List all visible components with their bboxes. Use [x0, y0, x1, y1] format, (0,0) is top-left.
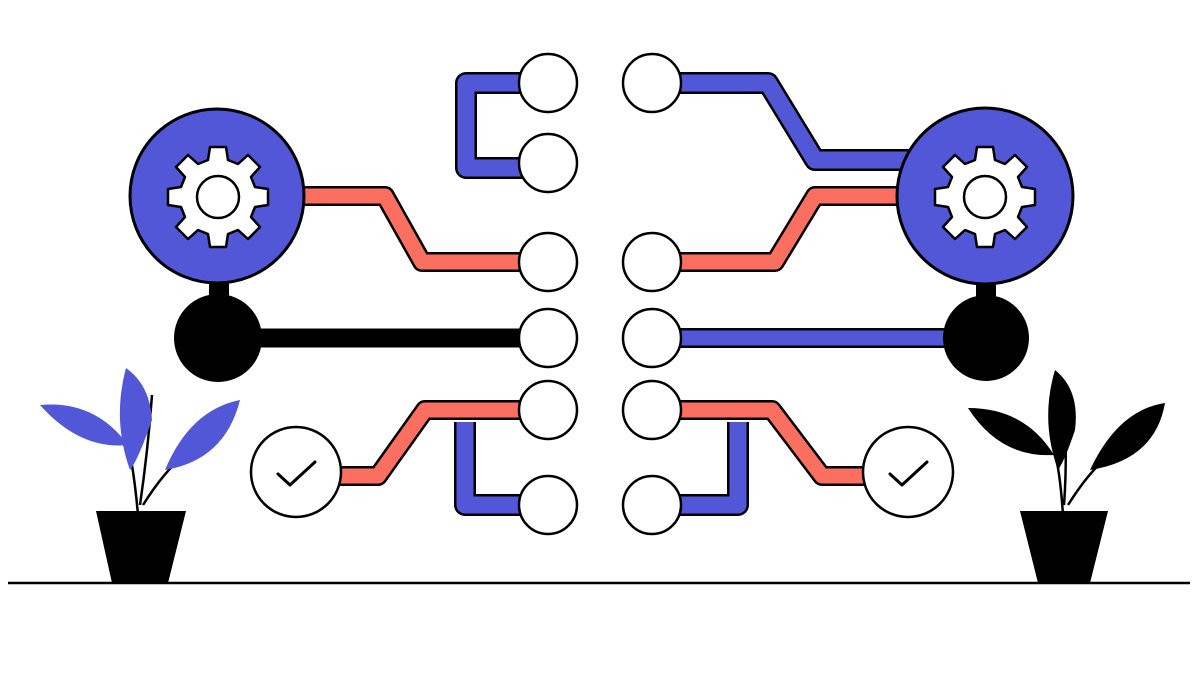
node-circle[interactable] — [621, 474, 683, 536]
right-traces — [678, 72, 955, 516]
left-coral-check-trace — [335, 400, 522, 486]
plant-pot — [96, 511, 186, 583]
node-circle[interactable] — [517, 52, 579, 114]
check-badge-circle[interactable] — [249, 425, 343, 519]
plant-leaf — [1048, 370, 1076, 470]
node-circle[interactable] — [517, 379, 579, 441]
plant-leaf — [40, 404, 128, 446]
node-circle[interactable] — [517, 132, 579, 194]
black-hub — [943, 295, 1029, 381]
black-hub — [174, 294, 262, 382]
check-icon — [888, 460, 929, 487]
right-blue-lower-bracket-trace — [678, 422, 749, 516]
gear-icon — [933, 145, 1037, 249]
left-gear-module — [128, 107, 306, 382]
right-connector-column — [621, 52, 683, 536]
plant-leaf — [119, 368, 152, 470]
plant-leaf — [165, 400, 240, 470]
node-circle[interactable] — [621, 52, 683, 114]
plant-pot — [1020, 511, 1108, 583]
left-connector-column — [517, 52, 579, 536]
check-badge-circle[interactable] — [861, 425, 955, 519]
plant-leaf — [968, 408, 1054, 456]
node-circle[interactable] — [621, 307, 683, 369]
node-circle[interactable] — [621, 231, 683, 293]
node-circle[interactable] — [517, 474, 579, 536]
plant-leaf — [1090, 403, 1165, 470]
right-gear-module — [895, 106, 1075, 381]
check-icon — [276, 460, 317, 487]
node-circle[interactable] — [621, 379, 683, 441]
node-circle[interactable] — [517, 231, 579, 293]
left-blue-lower-bracket-trace — [454, 422, 522, 516]
left-traces — [240, 72, 522, 516]
right-check-badge — [861, 425, 955, 519]
potted-plant-icon — [968, 370, 1165, 583]
gear-icon — [166, 145, 270, 249]
potted-plant-icon — [40, 368, 240, 583]
left-check-badge — [249, 425, 343, 519]
node-circle[interactable] — [517, 307, 579, 369]
